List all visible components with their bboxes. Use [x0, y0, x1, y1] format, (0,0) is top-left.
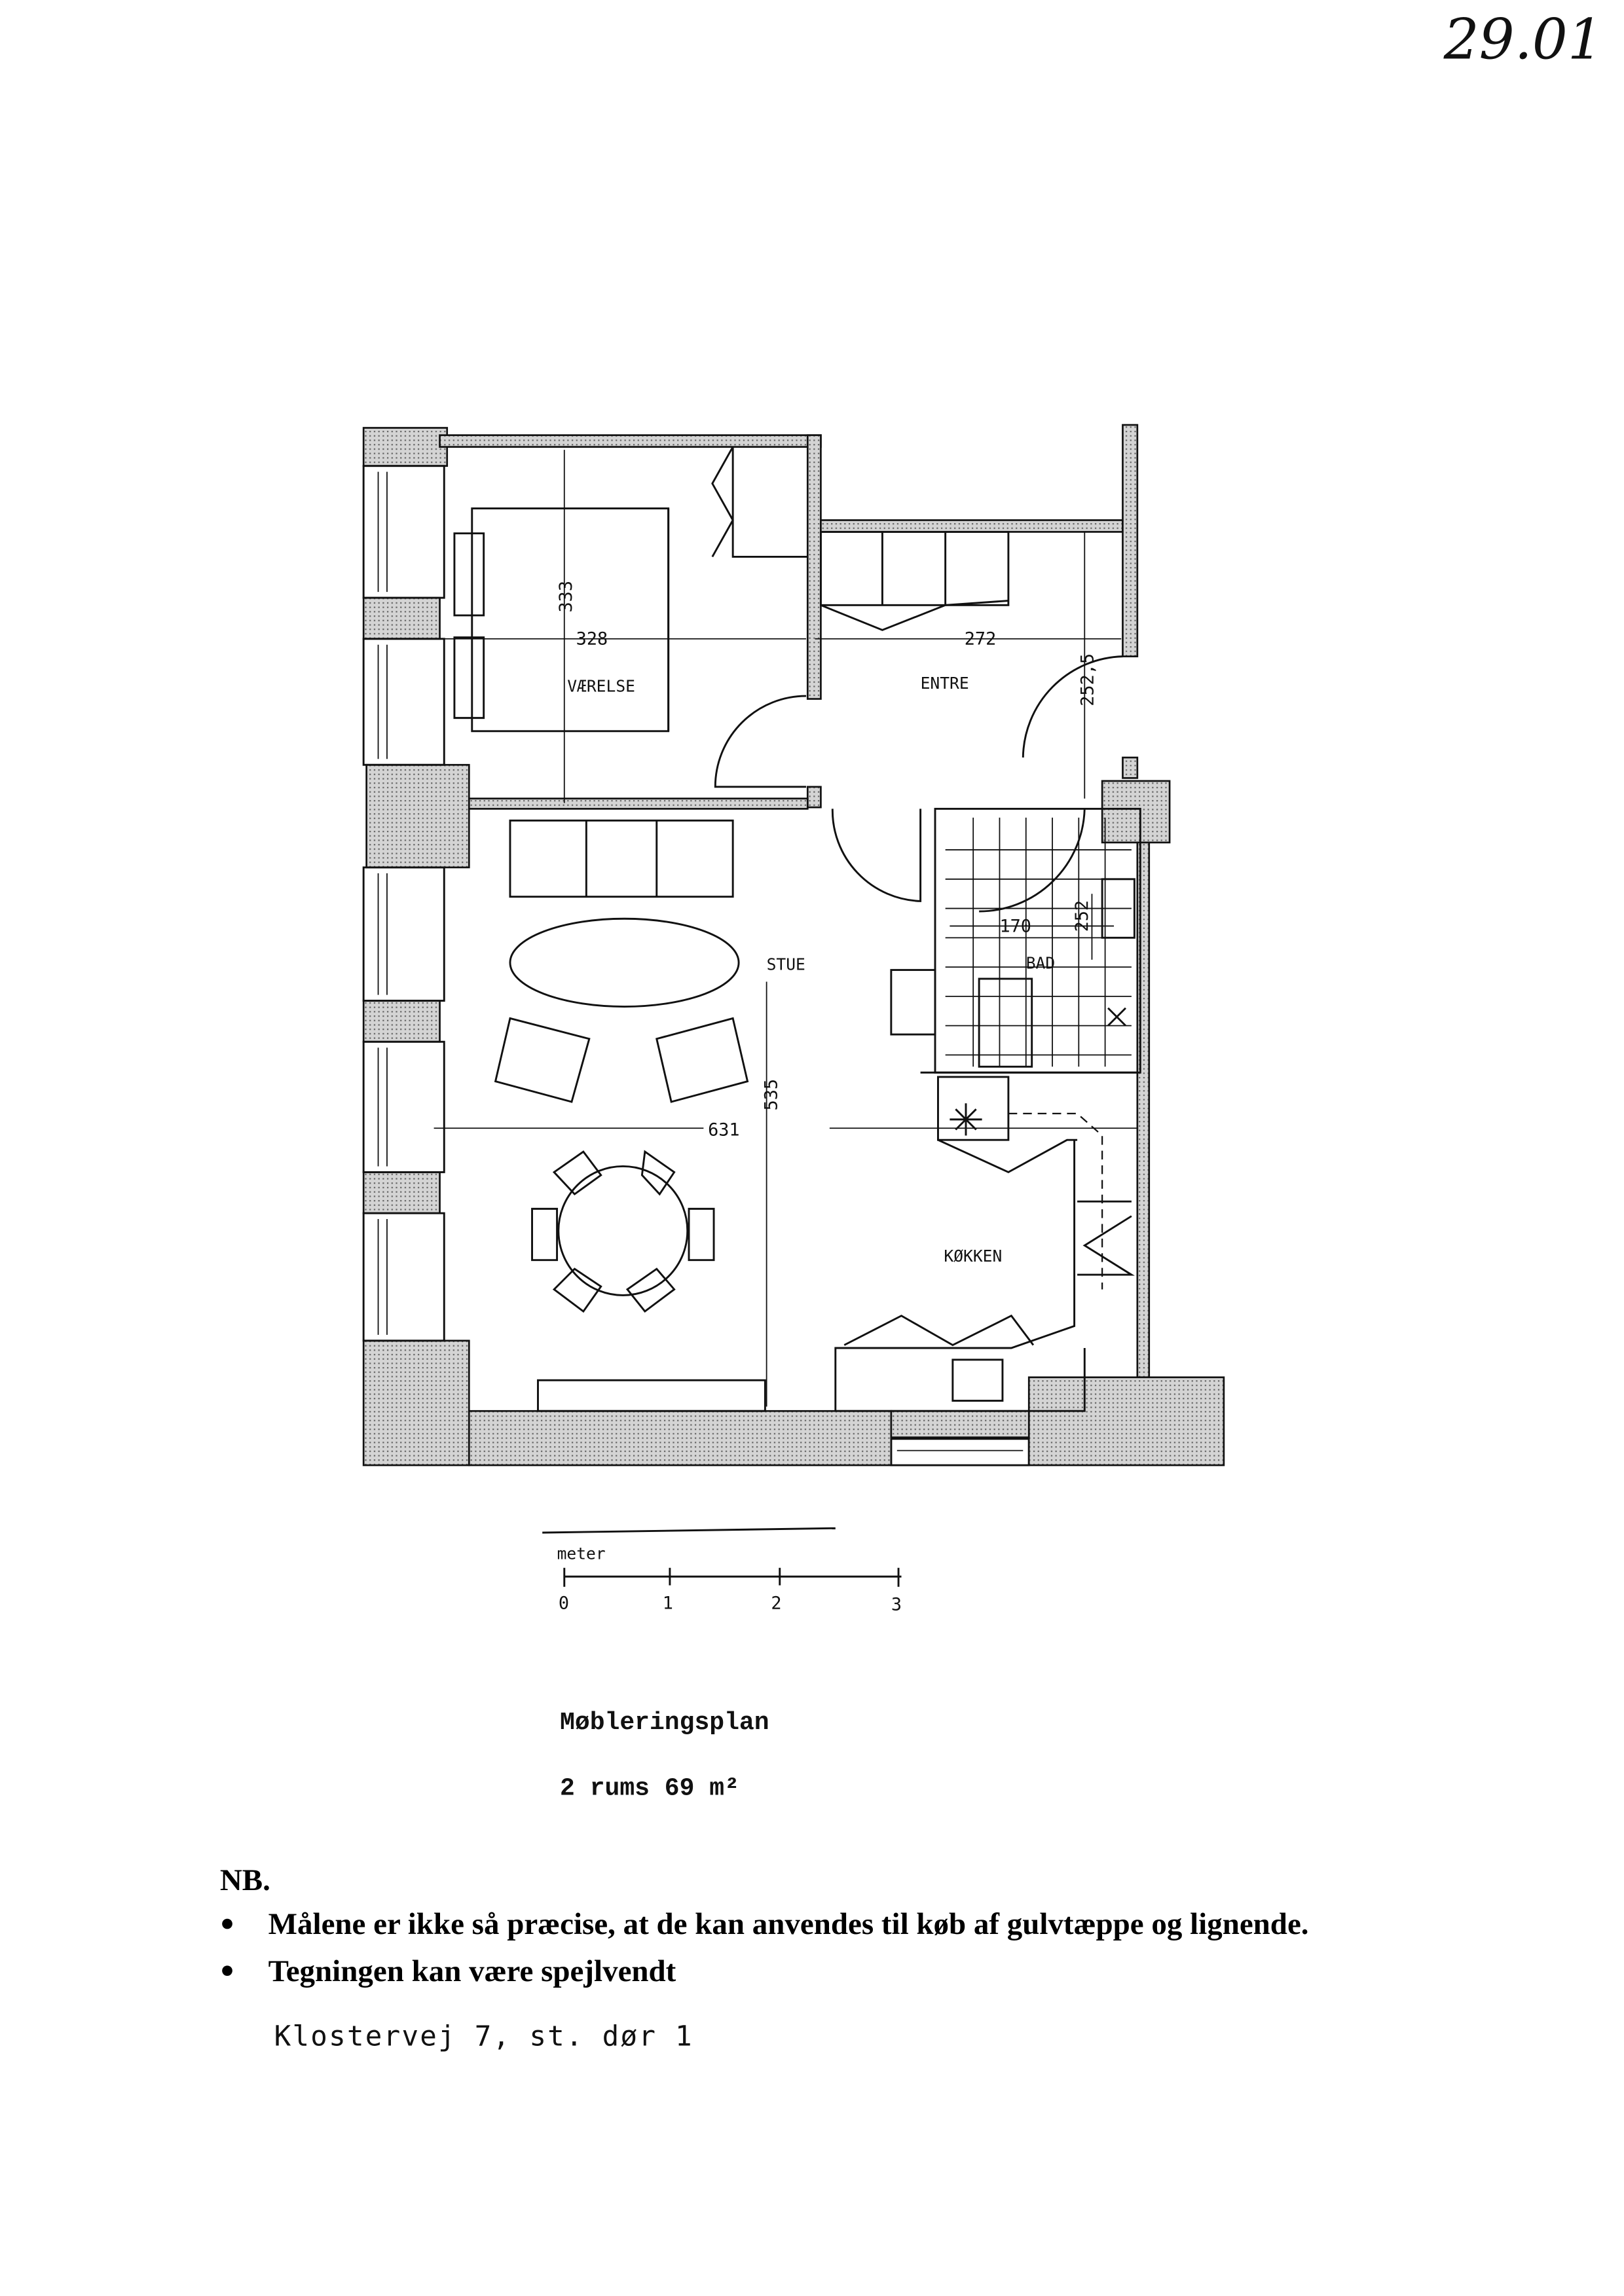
scale-tick-3: 3 — [891, 1595, 902, 1615]
scale-tick-2: 2 — [771, 1593, 781, 1613]
room-label-entrance: ENTRE — [921, 674, 969, 693]
kitchen-fixtures — [834, 1076, 1135, 1412]
left-exterior-wall — [362, 427, 470, 1467]
room-label-kitchen: KØKKEN — [944, 1247, 1002, 1266]
dim-living-depth: 535 — [761, 1079, 781, 1110]
room-label-bedroom: VÆRELSE — [567, 676, 635, 695]
dim-entrance-width: 272 — [965, 629, 996, 649]
scale-bar: meter 0 1 2 3 — [542, 1527, 902, 1615]
room-label-bath: BAD — [1026, 953, 1055, 972]
scale-tick-1: 1 — [663, 1593, 673, 1613]
dim-entrance-depth: 252,5 — [1078, 653, 1098, 706]
address: Klostervej 7, st. dør 1 — [274, 2020, 693, 2052]
plan-subtitle: 2 rums 69 m² — [560, 1775, 739, 1803]
page-number-handwritten: 29.01 — [1443, 8, 1603, 73]
dim-bath-depth: 252 — [1072, 900, 1092, 932]
bullet — [222, 1918, 232, 1929]
doors — [714, 655, 1123, 913]
dim-bedroom-width: 328 — [576, 629, 608, 649]
note-item: Tegningen kan være spejlvendt — [268, 1954, 676, 1988]
living-furniture — [434, 819, 1137, 1412]
windows — [362, 465, 1030, 1467]
dimension-lines — [443, 450, 1122, 960]
dim-living-width: 631 — [708, 1120, 739, 1140]
walls — [439, 424, 1225, 1467]
room-label-living: STUE — [767, 955, 805, 974]
bullet — [222, 1965, 232, 1976]
wardrobe — [819, 530, 1010, 631]
notes-heading: NB. — [220, 1863, 270, 1897]
bath-tiles — [890, 817, 1135, 1068]
dim-bedroom-depth: 333 — [556, 581, 576, 612]
note-item: Målene er ikke så præcise, at de kan anv… — [268, 1907, 1309, 1941]
plan-title: Møbleringsplan — [560, 1709, 769, 1737]
floor-plan: VÆRELSE ENTRE STUE BAD KØKKEN 333 328 27… — [362, 424, 1225, 1467]
scale-unit: meter — [557, 1544, 606, 1563]
bedroom-furniture — [453, 446, 808, 733]
dim-bath-width: 170 — [999, 916, 1031, 936]
scale-tick-0: 0 — [559, 1593, 569, 1613]
